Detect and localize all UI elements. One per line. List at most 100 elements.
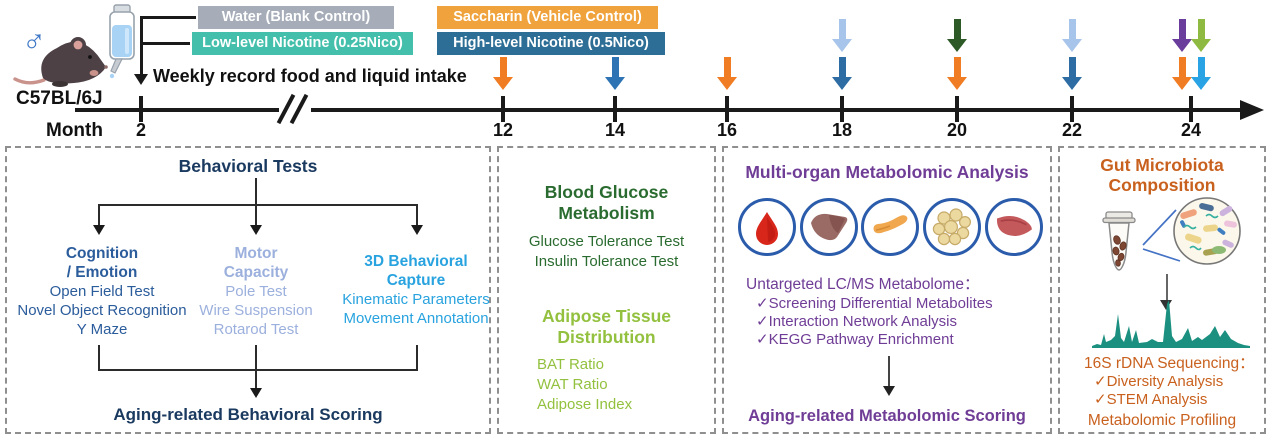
month-label: 22 [1061,120,1083,140]
weekly-note: Weekly record food and liquid intake [153,66,467,86]
chromatogram-icon [1092,300,1250,348]
tick-month-2 [139,96,143,122]
axis-label: Month [46,120,103,141]
tick-month-22 [1070,96,1074,122]
metabolome-item: ✓Screening Differential Metabolites [756,295,993,312]
tick-month-12 [501,96,505,122]
column-heading: Capacity [223,264,289,281]
flow-line [98,369,418,371]
timepoint-arrow-icon [1062,19,1082,52]
test-item: Novel Object Recognition [17,302,187,319]
legend-low-nicotine: Low-level Nicotine (0.25Nico) [192,32,413,55]
flow-arrowhead-icon [411,225,423,235]
month-label: 20 [946,120,968,140]
glucose-title: Blood Glucose [544,182,669,202]
timepoint-arrow-icon [832,19,852,52]
timepoint-arrow-icon [1191,19,1211,52]
flow-line [255,178,257,204]
adipose-item: Adipose Index [537,396,633,413]
adipose-title: Distribution [557,327,656,347]
flow-arrowhead-icon [250,388,262,398]
bacteria-circle-icon [1173,197,1241,265]
month-label: 2 [135,120,146,140]
glucose-item: Glucose Tolerance Test [528,233,685,250]
panel-title: Behavioral Tests [178,156,318,176]
liver-icon [811,213,848,241]
month-label: 24 [1180,120,1202,140]
panel-title: Composition [1108,175,1216,195]
column-heading: 3D Behavioral [364,253,468,270]
behavioral-outcome: Aging-related Behavioral Scoring [113,405,383,424]
organ-circle [861,198,919,256]
flow-arrowhead-icon [250,225,262,235]
metabolome-item: ✓Interaction Network Analysis [756,313,957,330]
timepoint-arrow-icon [1062,57,1082,90]
mouse-icon [13,37,108,87]
flow-line [98,204,418,206]
strain-label: C57BL/6J [16,88,103,109]
panel-title: Gut Microbiota [1100,155,1224,175]
column-heading: Motor [234,245,278,262]
flow-line [888,356,890,388]
organ-circle [738,198,796,256]
flow-line [255,345,257,389]
legend-water: Water (Blank Control) [198,6,394,29]
legend-high-nicotine: High-level Nicotine (0.5Nico) [437,32,665,55]
timepoint-arrow-icon [605,57,625,90]
test-item: Rotarod Test [213,321,299,338]
month-label: 12 [492,120,514,140]
test-item: Movement Annotation [343,310,489,327]
sequencing-item: ✓Diversity Analysis [1094,373,1224,390]
microbiota-footer: Metabolomic Profiling [1087,412,1237,429]
metabolomic-outcome: Aging-related Metabolomic Scoring [748,407,1026,425]
column-heading: Cognition [65,245,139,262]
test-item: Pole Test [225,283,287,300]
month-label: 14 [604,120,626,140]
organ-circle [800,198,858,256]
glucose-item: Insulin Tolerance Test [534,253,679,270]
male-symbol: ♂ [22,22,46,58]
flow-line [98,345,100,371]
tick-month-24 [1189,96,1193,122]
test-item: Wire Suspension [199,302,313,319]
flow-line [98,204,100,226]
tick-month-16 [725,96,729,122]
flow-arrowhead-icon [1160,300,1172,310]
adipose-tissue-icon [932,208,972,246]
column-motor-capacity: Motor Capacity Pole Test Wire Suspension… [166,244,346,339]
month-label: 18 [831,120,853,140]
column-3d-capture: 3D Behavioral Capture Kinematic Paramete… [330,252,502,328]
flow-line [416,204,418,226]
column-heading: Capture [386,272,446,289]
test-item: Open Field Test [49,283,155,300]
column-cognition-emotion: Cognition / Emotion Open Field Test Nove… [9,244,195,339]
timeline-arrowhead-icon [1240,100,1264,120]
organ-circle [985,198,1043,256]
organ-circle [923,198,981,256]
timepoint-arrow-icon [1191,57,1211,90]
pancreas-icon [873,215,908,234]
sequencing-item: ✓STEM Analysis [1094,391,1208,408]
bracket-vertical [140,16,143,74]
adipose-item: WAT Ratio [537,376,608,393]
column-heading: / Emotion [66,264,138,281]
tick-month-20 [955,96,959,122]
panel-behavioral-tests: Behavioral Tests Cognition / Emotion Ope… [5,146,491,434]
flow-line [255,204,257,226]
water-bottle-icon [109,4,135,79]
magnifier-lines [1142,209,1181,262]
timepoint-arrow-icon [947,19,967,52]
legend-saccharin: Saccharin (Vehicle Control) [437,6,658,29]
panel-title: Multi-organ Metabolomic Analysis [745,162,1029,182]
timepoint-arrow-icon [832,57,852,90]
muscle-icon [997,216,1032,236]
panel-microbiota: Gut Microbiota Composition [1058,146,1266,434]
tick-month-18 [840,96,844,122]
timepoint-arrow-icon [1172,57,1192,90]
adipose-title: Adipose Tissue [541,306,672,326]
adipose-item: BAT Ratio [537,356,604,373]
bracket-stub-bottom [140,42,190,45]
flow-arrowhead-icon [883,386,895,396]
timeline-axis [75,108,1242,112]
